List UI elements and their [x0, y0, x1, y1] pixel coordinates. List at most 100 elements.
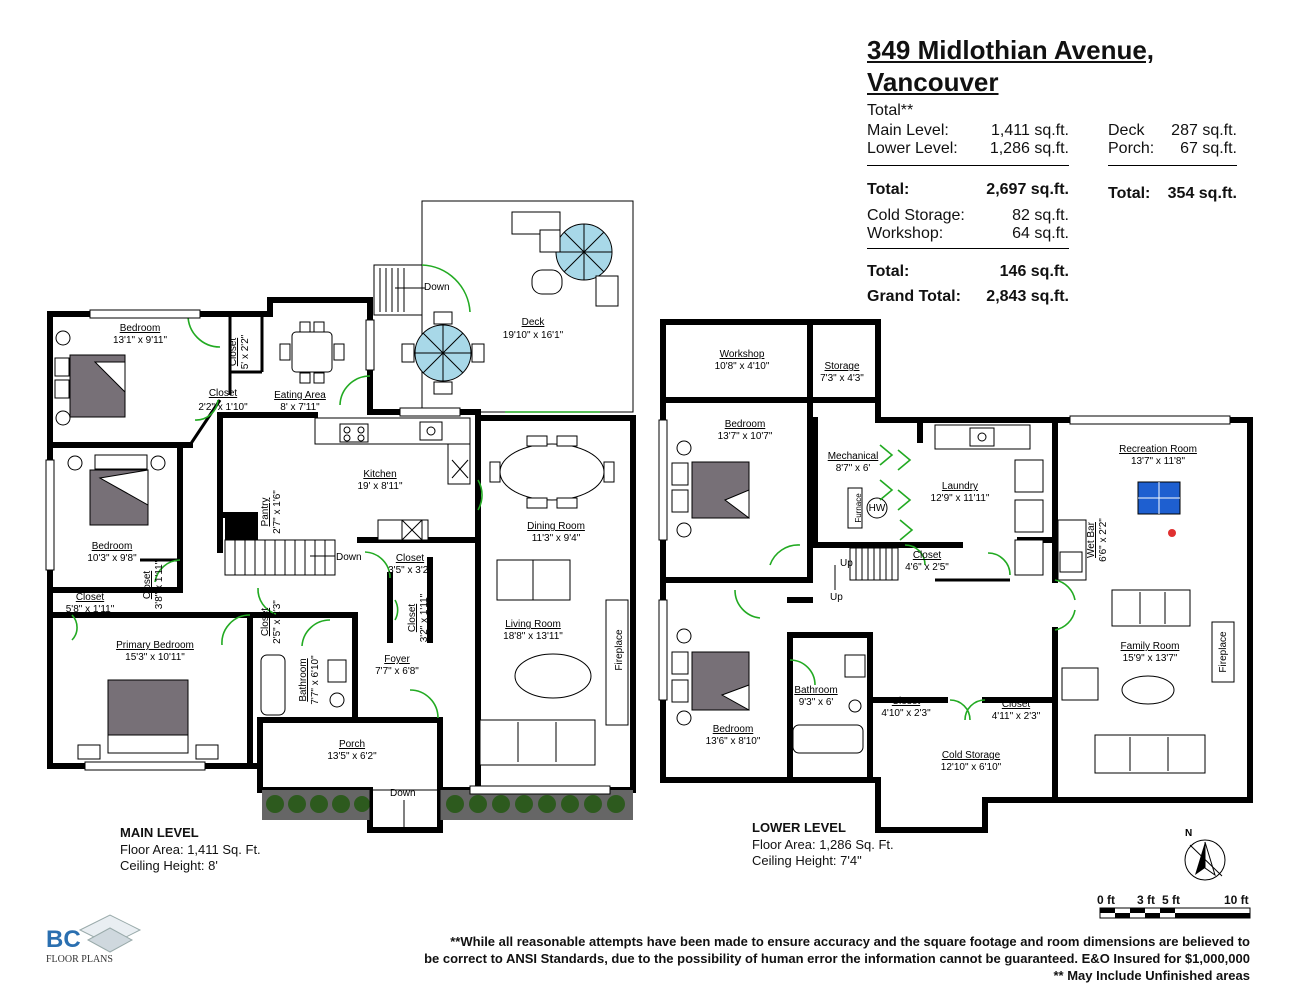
room-dim: 2'5" x 2'3"	[272, 600, 283, 644]
room-dim: 13'7" x 11'8"	[1131, 456, 1186, 467]
main-room-labels: Bedroom 13'1" x 9'11" Closet 2'2" x 1'10…	[66, 282, 625, 799]
room-dim: 4'6" x 2'5"	[905, 562, 949, 573]
total-heading: Total**	[867, 102, 914, 119]
lower-room-labels: Workshop 10'8" x 4'10" Storage 7'3" x 4'…	[706, 349, 1229, 773]
room-name: Closet	[892, 696, 921, 707]
down-label: Down	[336, 552, 362, 563]
room-dim: 12'10" x 6'10"	[941, 762, 1002, 773]
logo-text: FLOOR PLANS	[46, 954, 113, 965]
cold-storage-value: 82 sq.ft.	[1012, 207, 1069, 224]
room-dim: 8'7" x 6'	[836, 463, 871, 474]
room-name: Living Room	[505, 619, 561, 630]
deck-label: Deck	[1108, 122, 1145, 139]
room-name: Closet	[913, 550, 942, 561]
porch-value: 67 sq.ft.	[1180, 140, 1237, 157]
room-name: Dining Room	[527, 521, 585, 532]
compass-rose	[1184, 839, 1226, 881]
room-dim: 19' x 8'11"	[358, 481, 403, 492]
grand-total-label: Grand Total:	[867, 288, 961, 305]
main-ceiling-height: Ceiling Height: 8'	[120, 858, 218, 873]
room-name: Foyer	[384, 654, 410, 665]
disclaimer-line-1: **While all reasonable attempts have bee…	[450, 934, 1250, 949]
room-dim: 13'5" x 6'2"	[327, 751, 377, 762]
total-value: 2,697 sq.ft.	[986, 181, 1069, 198]
main-level-plan	[45, 200, 636, 833]
room-dim: 9'3" x 6'	[799, 697, 834, 708]
room-name: Primary Bedroom	[116, 640, 194, 651]
fireplace-label: Fireplace	[1218, 631, 1229, 673]
down-label: Down	[424, 282, 450, 293]
room-name: Closet	[142, 571, 153, 600]
room-name: Bedroom	[120, 323, 161, 334]
room-name: Wet Bar	[1086, 521, 1097, 558]
lower-level-value: 1,286 sq.ft.	[989, 140, 1069, 157]
disclaimer-line-2: be correct to ANSI Standards, due to the…	[424, 951, 1250, 966]
room-dim: 11'3" x 9'4"	[532, 533, 581, 544]
room-dim: 13'6" x 8'10"	[706, 736, 761, 747]
up-label: Up	[830, 592, 843, 603]
room-dim: 7'7" x 6'8"	[375, 666, 419, 677]
room-dim: 4'10" x 2'3"	[881, 708, 931, 719]
room-name: Bathroom	[298, 658, 309, 701]
room-name: Closet	[407, 604, 418, 633]
room-name: Family Room	[1121, 641, 1180, 652]
divider	[867, 165, 1069, 166]
room-dim: 13'1" x 9'11"	[113, 335, 168, 346]
lower-level-label: Lower Level:	[867, 140, 958, 157]
lower-level-caption: LOWER LEVEL Floor Area: 1,286 Sq. Ft. Ce…	[752, 819, 894, 869]
room-name: Bathroom	[794, 685, 837, 696]
room-name: Recreation Room	[1119, 444, 1197, 455]
scale-bar	[1099, 907, 1251, 919]
scale-label-3: 3 ft	[1137, 893, 1155, 907]
total-value: 146 sq.ft.	[999, 263, 1069, 280]
room-name: Closet	[396, 553, 425, 564]
room-name: Closet	[260, 608, 271, 637]
main-level-value: 1,411 sq.ft.	[991, 122, 1069, 139]
scale-label-0: 0 ft	[1097, 893, 1115, 907]
total-label: Total:	[867, 181, 910, 198]
furnace-label: Furnace	[854, 493, 863, 523]
lower-outer-walls	[660, 319, 1253, 833]
room-dim: 2'2" x 1'10"	[198, 402, 248, 413]
room-dim: 15'3" x 10'11"	[125, 652, 185, 663]
hw-label: HW	[869, 503, 886, 514]
room-name: Pantry	[260, 498, 271, 527]
room-dim: 3'2" x 1'11"	[419, 593, 430, 642]
disclaimer: **While all reasonable attempts have bee…	[380, 933, 1250, 984]
lower-level-heading: LOWER LEVEL	[752, 820, 846, 835]
room-dim: 3'8" x 1'11"	[154, 560, 165, 609]
porch-label: Porch:	[1108, 140, 1155, 157]
total-label: Total:	[867, 263, 910, 280]
room-dim: 13'7" x 10'7"	[718, 431, 773, 442]
room-dim: 6'6" x 2'2"	[1098, 518, 1109, 562]
room-name: Closet	[228, 338, 239, 367]
property-address-line2: Vancouver	[867, 67, 999, 97]
room-name: Workshop	[720, 349, 765, 360]
total-value: 354 sq.ft.	[1167, 185, 1237, 202]
room-name: Porch	[339, 739, 365, 750]
disclaimer-line-3: ** May Include Unfinished areas	[1053, 968, 1250, 983]
room-dim: 8' x 7'11"	[280, 402, 320, 413]
room-name: Cold Storage	[942, 750, 1001, 761]
deck-stairs	[373, 264, 423, 316]
room-dim: 5' x 2'2"	[240, 334, 251, 369]
room-name: Eating Area	[274, 390, 326, 401]
room-name: Closet	[209, 388, 238, 399]
room-name: Storage	[824, 361, 859, 372]
room-dim: 18'8" x 13'11"	[503, 631, 563, 642]
divider	[1108, 165, 1237, 166]
cold-storage-label: Cold Storage:	[867, 207, 965, 224]
fireplace-label: Fireplace	[614, 629, 625, 671]
room-dim: 7'7" x 6'10"	[310, 655, 321, 705]
room-dim: 15'9" x 13'7"	[1123, 653, 1178, 664]
room-name: Kitchen	[363, 469, 396, 480]
logo-mark: BC	[46, 926, 81, 953]
lower-floor-area: Floor Area: 1,286 Sq. Ft.	[752, 837, 894, 852]
room-dim: 3'5" x 3'2"	[388, 565, 432, 576]
room-name: Mechanical	[828, 451, 879, 462]
bc-floor-plans-logo	[78, 914, 142, 953]
deck-value: 287 sq.ft.	[1171, 122, 1237, 139]
room-name: Deck	[522, 317, 546, 328]
scale-label-10: 10 ft	[1224, 893, 1249, 907]
